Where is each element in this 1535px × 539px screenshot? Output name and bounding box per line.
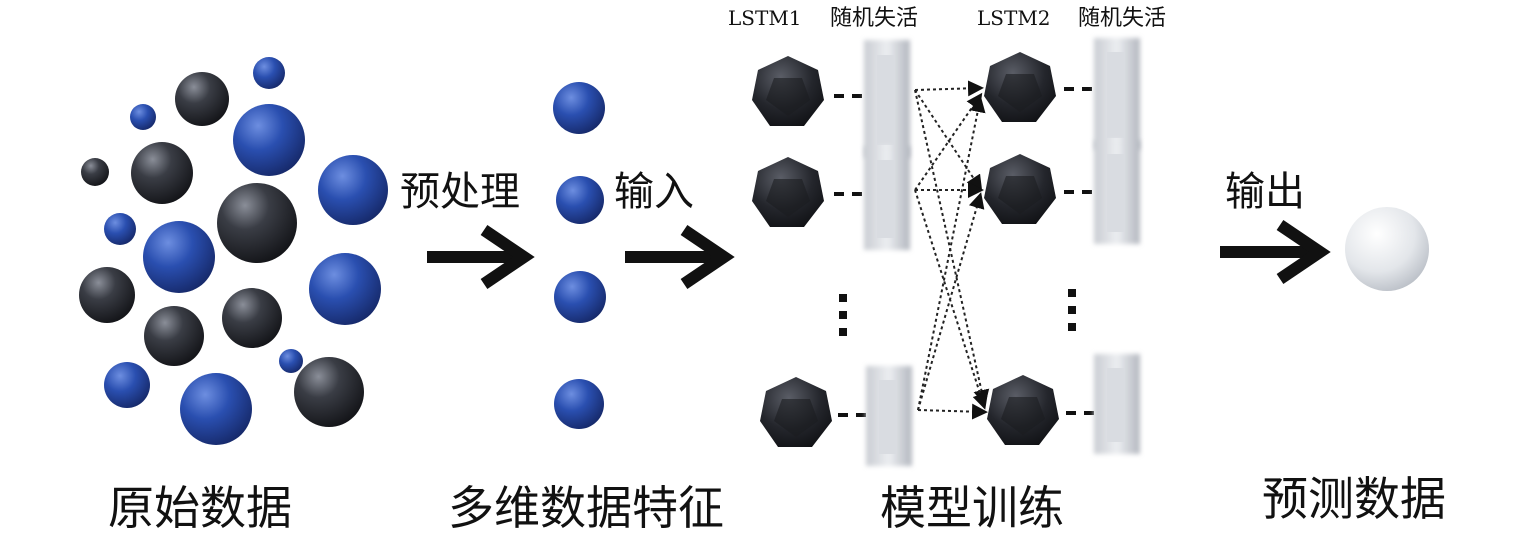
ellipsis-layer1: [839, 294, 847, 336]
input-arrow: 输入: [614, 169, 735, 289]
raw-sphere: [253, 57, 285, 89]
feature-spheres: [553, 82, 606, 429]
feature-sphere: [554, 271, 606, 323]
output-label: 输出: [1225, 169, 1305, 215]
feature-sphere: [556, 176, 604, 224]
dropout-panel: [864, 40, 912, 466]
lstm2-node: [984, 154, 1056, 224]
raw-sphere: [104, 362, 150, 408]
connection: [914, 80, 984, 97]
preprocess-label: 预处理: [400, 169, 520, 215]
connection: [917, 192, 985, 411]
raw-sphere: [294, 357, 364, 427]
caption-features: 多维数据特征: [448, 481, 724, 535]
lstm1-node: [752, 56, 824, 126]
raw-sphere: [143, 221, 215, 293]
lstm1-label: LSTM1: [728, 6, 802, 30]
prediction-sphere: [1345, 207, 1429, 291]
dropout2-label: 随机失活: [1078, 6, 1166, 31]
lstm-network: [752, 38, 1140, 466]
feature-sphere: [553, 82, 605, 134]
raw-sphere: [79, 267, 135, 323]
connection: [914, 92, 983, 191]
dropout1-label: 随机失活: [830, 6, 918, 31]
lstm1-node: [760, 377, 832, 447]
dropout-panel: [1094, 38, 1140, 454]
raw-sphere: [175, 72, 229, 126]
connection: [917, 96, 986, 411]
connection: [914, 89, 983, 192]
raw-sphere: [233, 104, 305, 176]
input-label: 输入: [614, 169, 694, 215]
raw-sphere: [131, 142, 193, 204]
raw-data-cluster: [79, 57, 388, 445]
preprocess-arrow: 预处理: [400, 169, 535, 289]
raw-sphere: [279, 349, 303, 373]
raw-sphere: [222, 288, 282, 348]
lstm1-node: [752, 157, 824, 227]
raw-sphere: [309, 253, 381, 325]
raw-sphere: [217, 183, 297, 263]
caption-prediction: 预测数据: [1262, 472, 1446, 526]
connection: [914, 189, 988, 410]
connection: [917, 403, 988, 420]
feature-sphere: [554, 379, 604, 429]
raw-sphere: [104, 213, 136, 245]
lstm2-node: [984, 52, 1056, 122]
raw-sphere: [130, 104, 156, 130]
caption-raw-data: 原始数据: [108, 481, 292, 535]
connection: [914, 89, 990, 406]
lstm2-label: LSTM2: [977, 6, 1051, 30]
output-arrow: 输出: [1220, 169, 1331, 284]
raw-sphere: [81, 158, 109, 186]
caption-training: 模型训练: [880, 481, 1064, 535]
ellipsis-layer2: [1068, 289, 1076, 331]
raw-sphere: [180, 373, 252, 445]
raw-sphere: [144, 306, 204, 366]
lstm2-node: [987, 375, 1059, 445]
raw-sphere: [318, 155, 388, 225]
